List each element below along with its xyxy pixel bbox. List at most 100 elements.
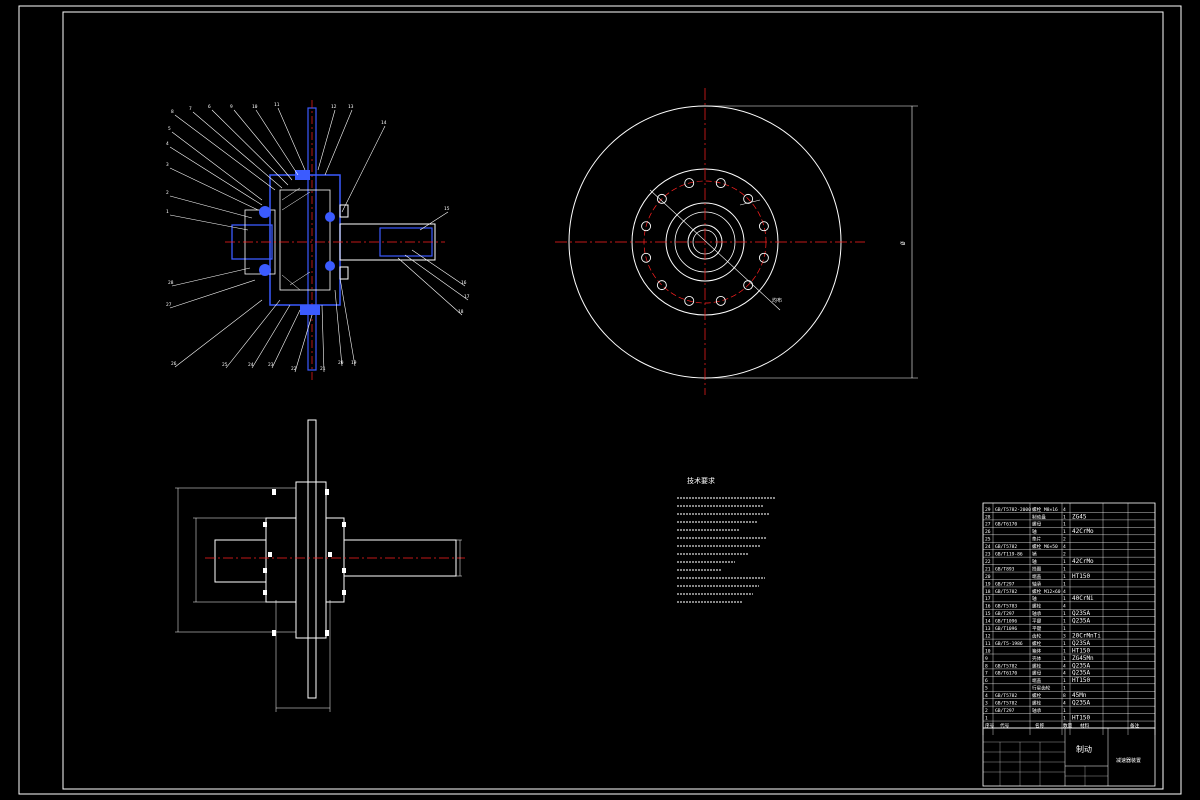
bolt-hole — [641, 221, 652, 232]
parts-table-cell: 4 — [1063, 544, 1066, 550]
parts-table-cell: Q235A — [1072, 640, 1090, 647]
parts-table-cell: 螺栓 — [1032, 700, 1042, 707]
parts-table-cell: GB/T5782 — [995, 544, 1017, 550]
title-block: 制动 减速器装置 — [982, 727, 1156, 787]
parts-table-cell: HT150 — [1072, 573, 1090, 580]
callout-number: 18 — [458, 309, 464, 315]
title-block-name: 制动 — [1076, 744, 1092, 754]
parts-table-cell: 17 — [985, 596, 991, 602]
parts-table-cell: 平键 — [1032, 618, 1042, 625]
bolt-hole — [656, 280, 667, 291]
parts-table-cell: 1 — [1063, 529, 1066, 535]
parts-table-cell: 螺栓 — [1032, 662, 1042, 669]
parts-table-cell: 螺栓 — [1032, 640, 1042, 647]
callout-leader — [317, 109, 336, 171]
parts-table-cell: 1 — [1063, 715, 1066, 721]
parts-table-cell: 22 — [985, 559, 991, 565]
parts-table-cell: 13 — [985, 626, 991, 632]
parts-table-cell: GB/T5782-2000 — [995, 507, 1031, 513]
callout-number: 4 — [166, 141, 169, 147]
callout-number: 28 — [168, 280, 174, 286]
parts-table-header: 序号 — [985, 722, 995, 729]
parts-table-cell: 1 — [1063, 619, 1066, 625]
callout-leader — [225, 299, 281, 369]
parts-table-cell: 端盖 — [1032, 573, 1042, 580]
parts-table-cell: 12 — [985, 633, 991, 639]
parts-table-cell: 4 — [985, 693, 988, 699]
parts-table-cell: 1 — [1063, 566, 1066, 572]
parts-table-cell: 螺母 — [1032, 670, 1042, 677]
outer-border — [18, 5, 1182, 795]
parts-table-cell: 螺栓 M8×16 — [1032, 506, 1058, 513]
callout-leader — [192, 111, 283, 189]
callout-leader — [341, 125, 386, 213]
callout-leader — [277, 107, 306, 171]
parts-table-cell: 3 — [1063, 633, 1066, 639]
parts-table-cell: 4 — [1063, 701, 1066, 707]
parts-table-cell: 1 — [1063, 522, 1066, 528]
parts-table-cell: 1 — [1063, 708, 1066, 714]
parts-table-cell: GB/T5782 — [995, 589, 1017, 595]
parts-table-cell: 8 — [1063, 693, 1066, 699]
parts-table-cell: 25 — [985, 537, 991, 543]
callout-number: 3 — [166, 162, 169, 168]
parts-table-cell: 24 — [985, 544, 991, 550]
parts-table-cell: 1 — [1063, 626, 1066, 632]
parts-table-cell: 1 — [1063, 581, 1066, 587]
parts-table-cell: GB/T5782 — [995, 701, 1017, 707]
parts-table-cell: GB/T5-1986 — [995, 641, 1023, 647]
parts-table-cell: 23 — [985, 552, 991, 558]
callout-number: 6 — [208, 104, 211, 110]
bolt-hole — [743, 193, 754, 204]
callout-number: 13 — [348, 104, 354, 110]
parts-table-cell: ZG45 — [1072, 513, 1087, 520]
parts-table-cell: 平键 — [1032, 625, 1042, 632]
callout-number: 9 — [230, 104, 233, 110]
callout-leader — [411, 249, 466, 287]
parts-table-cell: HT150 — [1072, 647, 1090, 654]
callout-number: 16 — [461, 280, 467, 286]
bolt-hole — [684, 178, 695, 189]
callout-leader — [171, 267, 251, 287]
title-block-sub: 减速器装置 — [1116, 757, 1141, 764]
parts-table-cell: 1 — [1063, 611, 1066, 617]
parts-table-cell: GB/T5782 — [995, 663, 1017, 669]
callout-number: 7 — [189, 106, 192, 112]
parts-table-cell: GB/T297 — [995, 581, 1015, 587]
callout-number: 5 — [168, 126, 171, 132]
parts-table-cell: 壳体 — [1032, 655, 1042, 662]
callout-leader — [294, 314, 313, 373]
callout-number: 19 — [351, 360, 357, 366]
callout-leader — [321, 304, 325, 373]
callout-leader — [169, 214, 249, 231]
callout-leader — [171, 131, 263, 201]
callout-number: 21 — [320, 366, 326, 372]
parts-table-cell: 1 — [1063, 656, 1066, 662]
parts-table-cell: 4 — [1063, 507, 1066, 513]
parts-table-cell: 9 — [985, 656, 988, 662]
callout-number: 27 — [166, 302, 172, 308]
callout-leader — [339, 277, 356, 367]
front-view: Ø 均布 — [555, 88, 918, 395]
parts-table-cell: 销 — [1032, 551, 1037, 558]
parts-table-cell: 42CrMo — [1072, 528, 1094, 535]
parts-table-cell: GB/T1096 — [995, 626, 1017, 632]
callout-leader — [334, 289, 343, 367]
callout-leader — [324, 109, 353, 176]
parts-table-cell: HT150 — [1072, 714, 1090, 721]
callout-number: 2 — [166, 190, 169, 196]
callout-leader — [169, 195, 253, 219]
parts-table-cell: 20 — [985, 574, 991, 580]
parts-table-cell: GB/T119-86 — [995, 552, 1023, 558]
parts-table-header: 代号 — [1000, 722, 1010, 729]
callout-leader — [397, 257, 463, 316]
parts-table-cell: GB/T297 — [995, 708, 1015, 714]
parts-table-cell: 4 — [1063, 663, 1066, 669]
callout-number: 12 — [331, 104, 337, 110]
parts-table-cell: 1 — [1063, 514, 1066, 520]
parts-table-cell: 4 — [1063, 671, 1066, 677]
callout-leader — [419, 211, 449, 231]
callout-leader — [271, 309, 301, 369]
parts-table-cell: GB/T1096 — [995, 619, 1017, 625]
parts-table-cell: Q235A — [1072, 662, 1090, 669]
